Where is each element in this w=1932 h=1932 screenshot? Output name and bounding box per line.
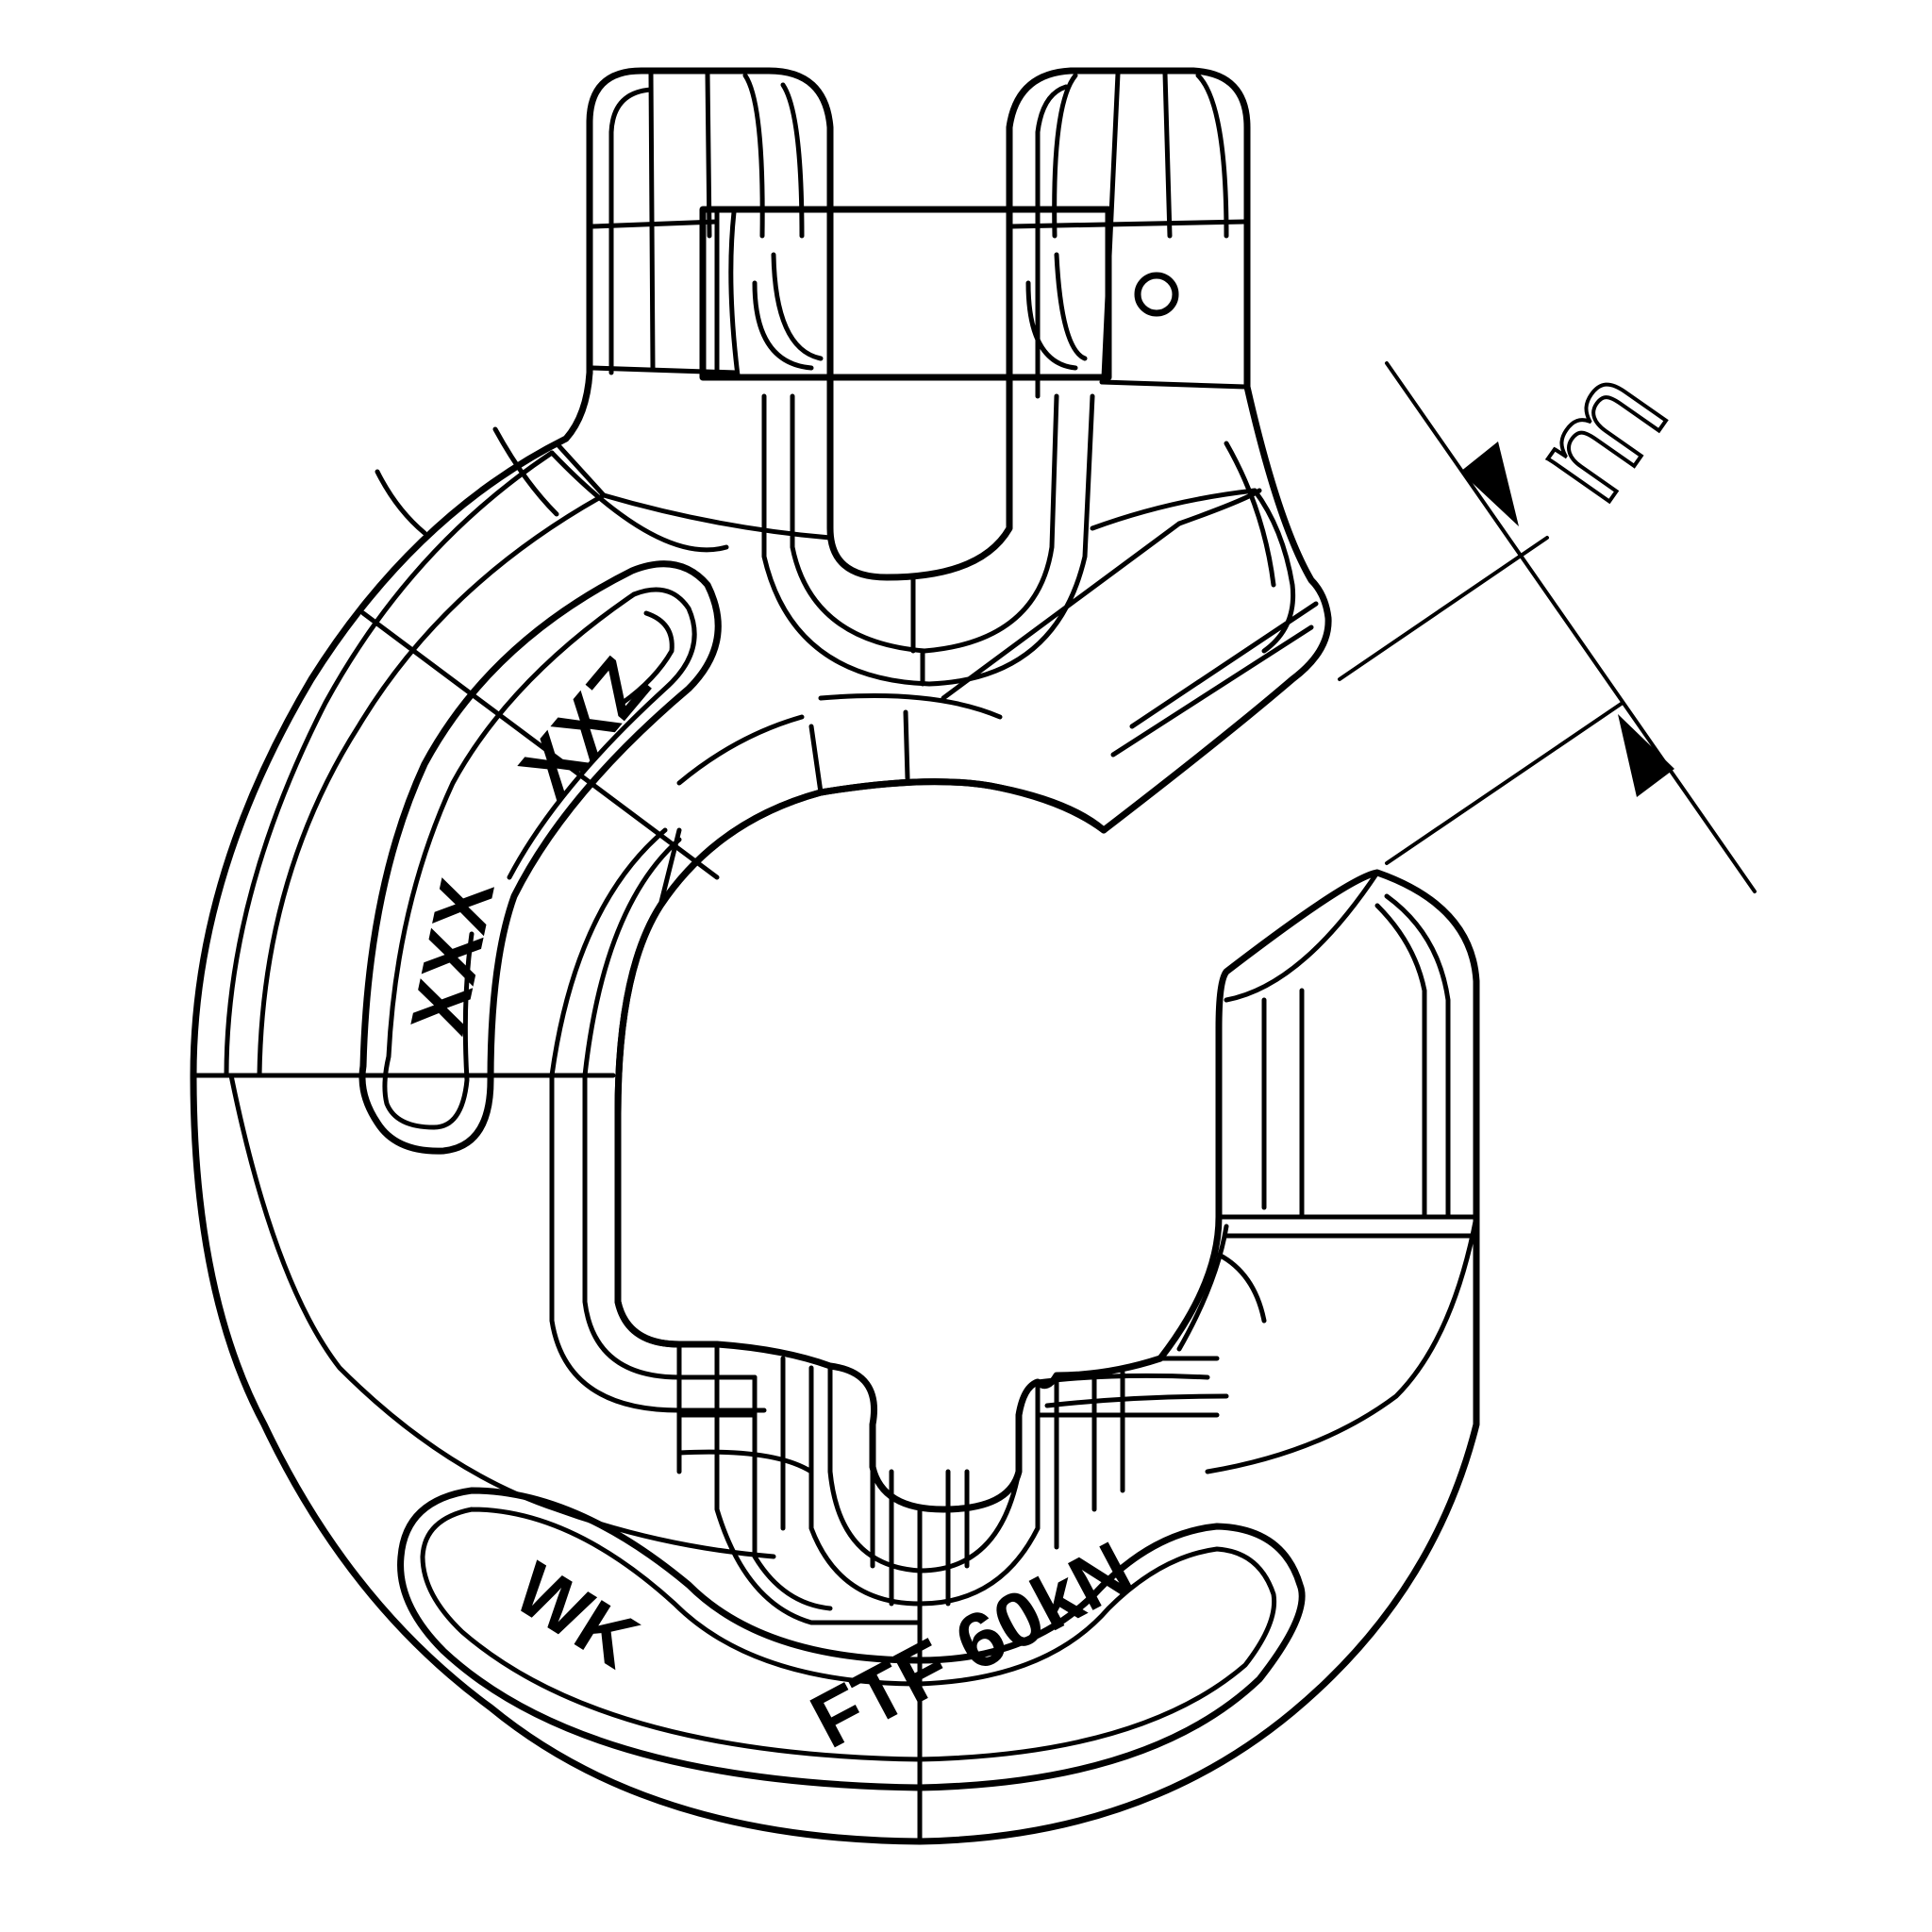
extension-line-bottom [1385,701,1624,865]
arrow-top [1460,441,1519,526]
arrow-bottom [1618,714,1674,797]
capacity-engraving: FTF 60kN [798,1525,1146,1765]
hook-body-outline [190,369,1480,1845]
extension-line-top [1338,536,1549,681]
pin-hole [1134,272,1179,317]
dimension-line [1385,361,1757,893]
chain-slot [761,392,1095,687]
clevis-forks [586,67,1251,400]
opening-dimension: m [1338,338,1757,893]
hook-tip [1216,870,1479,1324]
dimension-label: m [1499,340,1696,527]
clevis-pin [699,206,1179,381]
bottom-latch [676,1224,1229,1625]
hook-eye [549,693,1108,1413]
